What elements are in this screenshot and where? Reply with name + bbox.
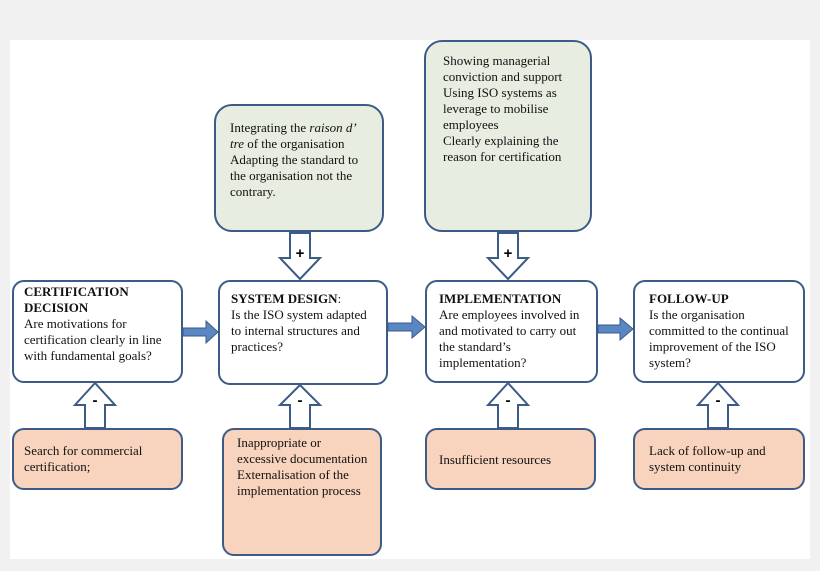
positive-arrow-implementation [485,232,531,281]
flow-arrow-2 [387,314,426,340]
stage-title: SYSTEM DESIGN: [231,291,342,306]
stage-follow-up: FOLLOW-UP Is the organisation committed … [633,280,805,383]
positive-design-italic: raison d’ tre [230,120,356,151]
positive-factors-implementation: Showing managerial conviction and suppor… [424,40,592,232]
flow-arrow-3 [597,316,634,342]
stage-question: Are employees involved in and motivated … [439,307,580,370]
flow-arrow-1 [182,319,219,345]
positive-impl-line-2: Using ISO systems as leverage to mobilis… [443,85,557,132]
positive-design-line-2: of the organisation [247,136,345,151]
negative-factor-text: Inappropriate or excessive documentation… [237,435,368,498]
negative-sign-follow-up: - [716,392,721,409]
positive-impl-line-1: Showing managerial conviction and suppor… [443,53,563,84]
stage-implementation: IMPLEMENTATION Are employees involved in… [425,280,598,383]
stage-system-design: SYSTEM DESIGN: Is the ISO system adapted… [218,280,388,385]
negative-sign-design: - [298,392,303,409]
negative-factor-text: Insufficient resources [439,452,552,467]
stage-question: Is the organisation committed to the con… [649,307,789,370]
positive-impl-line-3: Clearly explaining the reason for certif… [443,133,562,164]
positive-design-line-1: Integrating the [230,120,307,135]
negative-factor-implementation: Insufficient resources [425,428,596,490]
negative-sign-implementation: - [506,392,511,409]
positive-arrow-design [277,232,323,281]
negative-factor-text: Lack of follow-up and system continuity [649,443,766,474]
positive-factors-design: Integrating the raison d’ tre of the org… [214,104,384,232]
positive-sign-implementation: + [504,245,513,262]
stage-certification-decision: CERTIFICATION DECISION Are motivations f… [12,280,183,383]
positive-design-line-3: Adapting the standard to the organisatio… [230,152,359,199]
negative-factor-follow-up: Lack of follow-up and system continuity [633,428,805,490]
stage-title: FOLLOW-UP [649,291,729,306]
negative-sign-certification: - [93,392,98,409]
stage-title: CERTIFICATION DECISION [24,284,129,315]
negative-factor-design: Inappropriate or excessive documentation… [222,428,382,556]
positive-sign-design: + [296,245,305,262]
negative-factor-certification: Search for commercial certification; [12,428,183,490]
stage-question: Is the ISO system adapted to internal st… [231,307,367,354]
negative-factor-text: Search for commercial certification; [24,443,143,474]
stage-title: IMPLEMENTATION [439,291,562,306]
stage-question: Are motivations for certification clearl… [24,316,162,363]
